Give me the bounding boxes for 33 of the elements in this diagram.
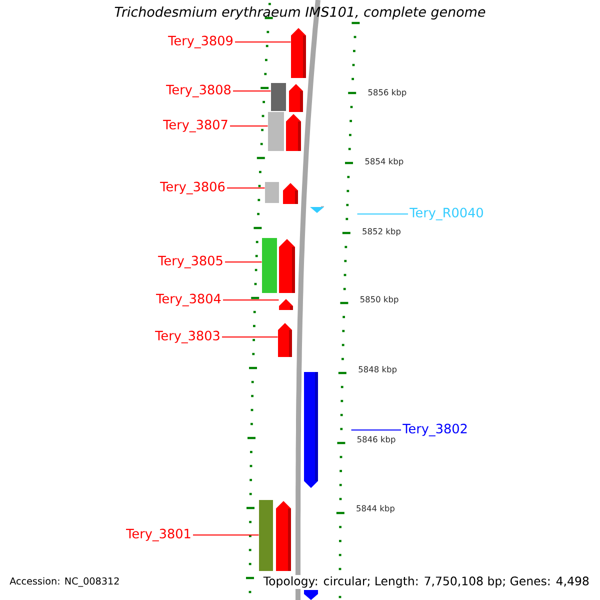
gene-label: Tery_3809 (168, 36, 232, 48)
gene-label: Tery_3802 (402, 424, 467, 436)
gene-feature (259, 500, 291, 571)
scale-label: 5854 kbp (365, 158, 404, 166)
scale-label: 5852 kbp (362, 228, 400, 236)
gene-feature (268, 112, 301, 151)
gene-feature (279, 299, 293, 310)
gene-feature (304, 372, 318, 488)
gene-marker (310, 206, 324, 213)
gene-label: Tery_3806 (160, 182, 225, 194)
gene-feature (278, 323, 292, 357)
scale-label: 5846 kbp (357, 436, 396, 444)
scale-label: 5856 kbp (368, 89, 406, 97)
title: Trichodesmium erythraeum IMS101, complete genome (114, 6, 486, 20)
gene-feature (291, 28, 306, 78)
gene-label: Tery_R0040 (410, 208, 483, 220)
gene-feature (262, 238, 295, 293)
gene-label: Tery_3807 (163, 120, 228, 132)
scale-label: 5848 kbp (358, 366, 397, 374)
scale-label: 5844 kbp (356, 505, 394, 513)
leader-line (222, 336, 278, 338)
gene-feature (271, 83, 303, 112)
gene-feature (265, 182, 298, 204)
gene-label: Tery_3801 (126, 528, 190, 542)
gene-label: Tery_3805 (158, 256, 222, 268)
leader-line (192, 534, 260, 536)
gene-label: Tery_3804 (156, 294, 221, 306)
genome-info-text: Topology: circular; Length: 7,750,108 bp; Genes: 4,498 (262, 575, 591, 590)
leader-line (232, 90, 272, 92)
gene-label: Tery_3808 (166, 84, 231, 98)
gene-label: Tery_3803 (155, 330, 220, 344)
accession-text: Accession: NC_008312 (10, 577, 119, 587)
scale-label: 5850 kbp (360, 296, 398, 304)
